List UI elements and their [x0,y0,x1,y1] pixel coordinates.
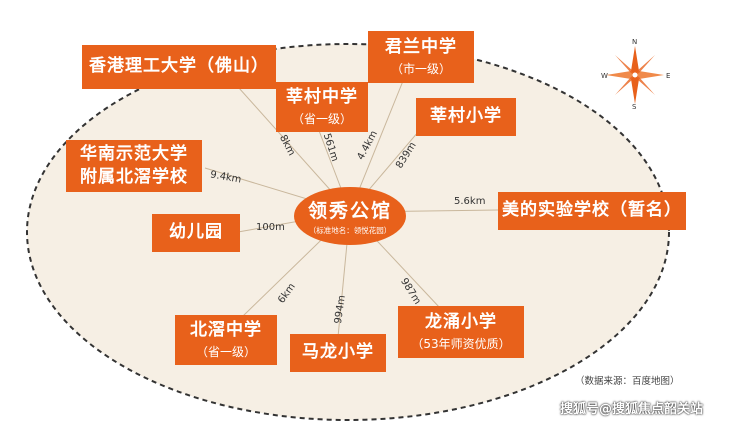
school-name: 美的实验学校（暂名） [502,200,682,221]
school-name: 华南示范大学 附属北滘学校 [80,144,188,187]
school-name: 莘村中学 [286,87,358,108]
school-box-malong: 马龙小学 [290,334,386,372]
compass-e-label: E [666,72,671,80]
school-name: 莘村小学 [430,106,502,127]
school-box-scnu: 华南示范大学 附属北滘学校 [66,140,202,192]
school-name: 马龙小学 [302,342,374,363]
school-note: （市一级） [390,61,451,76]
compass-n-label: N [632,38,638,46]
school-name: 幼儿园 [169,222,223,243]
school-name: 香港理工大学（佛山） [89,56,269,77]
center-property: 领秀公馆 （标准地名：领悦花园） [294,187,406,245]
distance-label-midea: 5.6km [454,196,486,207]
school-name: 君兰中学 [385,37,457,58]
school-note: （省一级） [195,344,256,359]
school-box-beijiao-middle: 北滘中学 （省一级） [175,315,277,365]
school-box-xincun-middle: 莘村中学 （省一级） [276,82,368,132]
school-box-kindergarten: 幼儿园 [152,214,240,252]
school-box-junlan: 君兰中学 （市一级） [368,31,474,83]
school-box-longyong: 龙涌小学 （53年师资优质） [398,306,524,358]
school-note: （53年师资优质） [411,336,511,351]
watermark-credit: 搜狐号@搜狐焦点韶关站 [560,402,704,417]
school-box-polyu: 香港理工大学（佛山） [82,45,276,89]
center-name: 领秀公馆 [307,200,392,222]
compass-w-label: W [601,72,608,80]
school-box-xincun-primary: 莘村小学 [416,98,516,136]
data-source-note: （数据来源：百度地图） [575,376,680,387]
school-name: 北滘中学 [190,320,262,341]
school-name: 龙涌小学 [425,312,497,333]
compass-rose-icon [606,46,664,104]
school-box-midea: 美的实验学校（暂名） [498,192,686,230]
school-note: （省一级） [291,111,352,126]
center-subtitle: （标准地名：领悦花园） [308,226,392,235]
distance-label-kindergarten: 100m [256,222,285,233]
compass-s-label: S [632,103,637,111]
